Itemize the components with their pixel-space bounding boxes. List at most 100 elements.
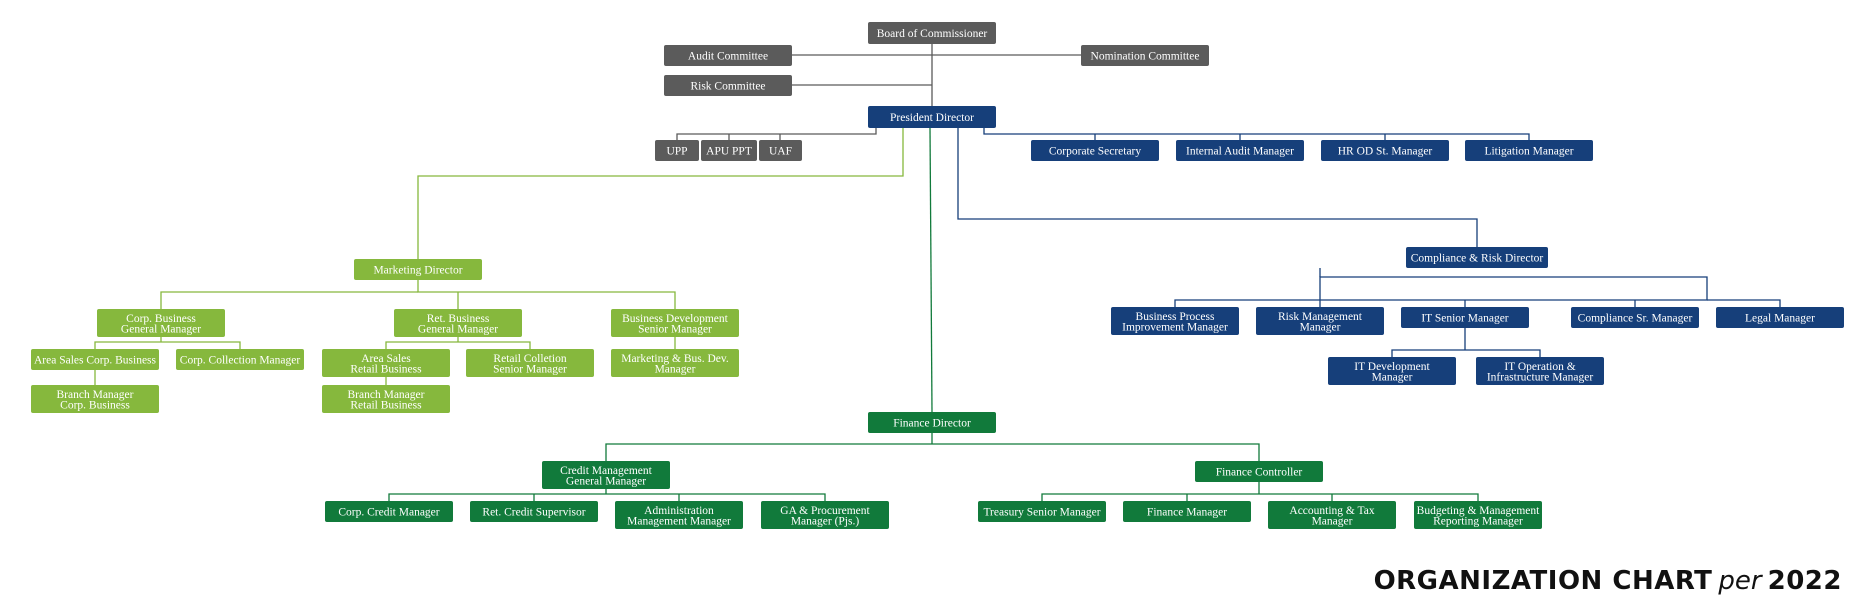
box-apu-ppt-label: APU PPT bbox=[706, 146, 752, 158]
box-legal-manager: Legal Manager bbox=[1716, 307, 1844, 328]
box-area-sales-retail-label: Retail Business bbox=[350, 363, 422, 375]
box-marketing-director: Marketing Director bbox=[354, 259, 482, 280]
connector-compliance-children bbox=[1174, 276, 1708, 307]
box-area-sales-retail-label: Area Sales bbox=[361, 353, 411, 365]
box-branch-retail-label: Branch Manager bbox=[348, 389, 425, 401]
chart-title-year: 2022 bbox=[1767, 566, 1842, 596]
box-litigation-bg bbox=[1465, 140, 1593, 161]
box-hr-od-bg bbox=[1321, 140, 1449, 161]
box-ga-procurement-bg bbox=[761, 501, 889, 529]
box-internal-audit: Internal Audit Manager bbox=[1176, 140, 1304, 161]
box-litigation: Litigation Manager bbox=[1465, 140, 1593, 161]
box-apu-ppt: APU PPT bbox=[701, 140, 757, 161]
box-corp-credit-bg bbox=[325, 501, 453, 522]
box-area-sales-corp: Area Sales Corp. Business bbox=[31, 349, 159, 370]
box-marketing-director-bg bbox=[354, 259, 482, 280]
box-finance-manager-bg bbox=[1123, 501, 1251, 522]
box-nomination-committee-label: Nomination Committee bbox=[1091, 51, 1200, 63]
box-it-senior-label: IT Senior Manager bbox=[1421, 313, 1508, 325]
chart-title-connector: per bbox=[1718, 566, 1762, 596]
box-area-sales-corp-label: Area Sales Corp. Business bbox=[34, 355, 157, 367]
box-finance-director-bg bbox=[868, 412, 996, 433]
box-board-label: Board of Commissioner bbox=[877, 28, 988, 40]
box-legal-manager-bg bbox=[1716, 307, 1844, 328]
connector-it-children bbox=[1391, 349, 1541, 357]
box-hr-od: HR OD St. Manager bbox=[1321, 140, 1449, 161]
box-accounting-tax-label: Manager bbox=[1312, 515, 1353, 527]
connector-compliance-legal bbox=[1707, 299, 1781, 307]
box-audit-committee-bg bbox=[664, 45, 792, 66]
connector-support-units bbox=[676, 128, 877, 140]
box-upp-label: UPP bbox=[666, 146, 687, 158]
box-it-ops-label: IT Operation & bbox=[1504, 361, 1575, 373]
connector-marketing-corp bbox=[160, 291, 418, 309]
connector-president-marketing bbox=[417, 128, 904, 259]
box-admin-manager-bg bbox=[615, 501, 743, 529]
box-ga-procurement-label: Manager (Pjs.) bbox=[791, 515, 860, 527]
box-compliance-sm-label: Compliance Sr. Manager bbox=[1578, 313, 1693, 325]
box-bus-dev-sm-bg bbox=[611, 309, 739, 337]
box-budgeting-label: Budgeting & Management bbox=[1417, 505, 1540, 517]
box-corp-business-gm-bg bbox=[97, 309, 225, 337]
box-corp-secretary: Corporate Secretary bbox=[1031, 140, 1159, 161]
box-bpi-manager-label: Improvement Manager bbox=[1122, 321, 1228, 333]
box-president-bg bbox=[868, 106, 996, 128]
connector-ret-children bbox=[385, 341, 531, 349]
box-it-dev-label: Manager bbox=[1372, 371, 1413, 383]
box-uaf-bg bbox=[759, 140, 802, 161]
box-bpi-manager-label: Business Process bbox=[1136, 311, 1215, 323]
connector-corp-children bbox=[94, 341, 241, 349]
box-compliance-sm-bg bbox=[1571, 307, 1699, 328]
box-marketing-bus-dev-label: Marketing & Bus. Dev. bbox=[621, 353, 729, 365]
box-bus-dev-sm-label: Senior Manager bbox=[638, 323, 712, 335]
box-corp-collection-bg bbox=[176, 349, 304, 370]
box-apu-ppt-bg bbox=[701, 140, 757, 161]
box-internal-audit-label: Internal Audit Manager bbox=[1186, 146, 1294, 158]
connector-finance-branches bbox=[605, 443, 1260, 461]
box-ret-credit: Ret. Credit Supervisor bbox=[470, 501, 598, 522]
box-admin-manager-label: Administration bbox=[644, 505, 714, 517]
box-admin-manager-label: Management Manager bbox=[627, 515, 731, 527]
box-board-bg bbox=[868, 22, 996, 44]
connector-president-compliance bbox=[957, 128, 1478, 247]
box-risk-committee-bg bbox=[664, 75, 792, 96]
box-marketing-director-label: Marketing Director bbox=[373, 265, 462, 277]
box-upp: UPP bbox=[655, 140, 699, 161]
box-it-ops: IT Operation &Infrastructure Manager bbox=[1476, 357, 1604, 385]
box-accounting-tax-bg bbox=[1268, 501, 1396, 529]
box-corp-secretary-bg bbox=[1031, 140, 1159, 161]
box-corp-secretary-label: Corporate Secretary bbox=[1049, 146, 1142, 158]
box-it-dev-label: IT Development bbox=[1354, 361, 1430, 373]
box-finance-director-label: Finance Director bbox=[893, 418, 971, 430]
box-budgeting-bg bbox=[1414, 501, 1542, 529]
box-treasury-label: Treasury Senior Manager bbox=[983, 507, 1100, 519]
box-compliance-director: Compliance & Risk Director bbox=[1406, 247, 1548, 268]
box-uaf: UAF bbox=[759, 140, 802, 161]
box-compliance-sm: Compliance Sr. Manager bbox=[1571, 307, 1699, 328]
box-it-senior: IT Senior Manager bbox=[1401, 307, 1529, 328]
box-corp-business-gm-label: General Manager bbox=[121, 323, 201, 335]
box-credit-gm-label: Credit Management bbox=[560, 465, 652, 477]
box-branch-corp-label: Corp. Business bbox=[60, 399, 130, 411]
box-finance-manager: Finance Manager bbox=[1123, 501, 1251, 522]
box-president-label: President Director bbox=[890, 112, 974, 124]
box-retail-collection-bg bbox=[466, 349, 594, 377]
box-ga-procurement-label: GA & Procurement bbox=[780, 505, 870, 517]
box-branch-retail-bg bbox=[322, 385, 450, 413]
box-ret-credit-bg bbox=[470, 501, 598, 522]
box-marketing-bus-dev-bg bbox=[611, 349, 739, 377]
connector-controller-children bbox=[1041, 493, 1479, 501]
box-it-senior-bg bbox=[1401, 307, 1529, 328]
box-credit-gm-bg bbox=[542, 461, 670, 489]
box-marketing-bus-dev: Marketing & Bus. Dev.Manager bbox=[611, 349, 739, 377]
box-accounting-tax-label: Accounting & Tax bbox=[1289, 505, 1374, 517]
connector-credit-children bbox=[388, 493, 826, 501]
